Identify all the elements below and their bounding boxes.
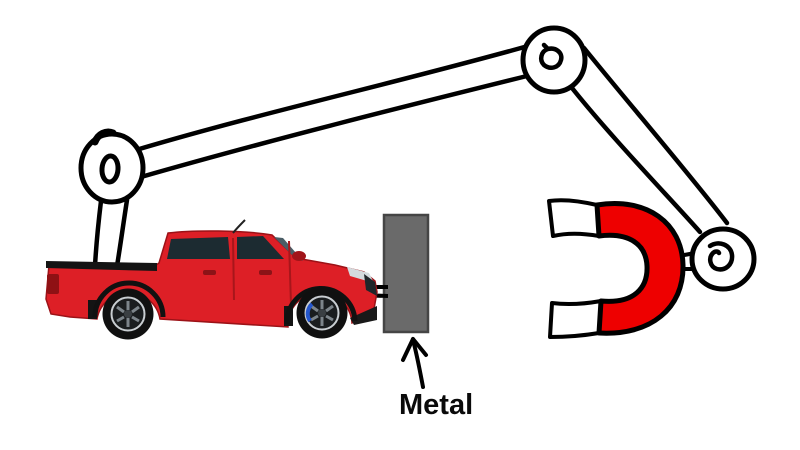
red-pickup-truck <box>45 219 378 340</box>
truck-side-mirror <box>292 251 306 261</box>
horseshoe-magnet <box>547 198 686 339</box>
joint-top-circle <box>520 25 588 95</box>
hub-front <box>318 309 326 317</box>
truck-fender-lip-rear <box>92 280 166 318</box>
truck-mudflap-rear <box>88 300 97 319</box>
magnet-pole-bottom <box>548 299 603 339</box>
joint-left <box>78 128 146 205</box>
truck-door-handle-front <box>259 270 272 275</box>
joint-left-circle <box>78 131 146 205</box>
arrow-head-left <box>401 337 415 362</box>
joint-top-pin-marker <box>538 42 564 70</box>
joint-left-ink-blob <box>91 128 117 146</box>
hub-rear <box>124 310 132 318</box>
truck-door-seam-front <box>288 240 292 306</box>
joint-right-circle <box>689 226 757 292</box>
metal-block <box>382 213 430 334</box>
magnet-body <box>594 201 686 336</box>
truck-antenna <box>232 219 246 234</box>
support-leg-right <box>114 197 130 269</box>
spokes-front <box>310 300 334 326</box>
arm-segment-1-lower-line <box>138 72 534 180</box>
truck-bed-rail <box>46 261 157 271</box>
truck-grille <box>364 274 377 296</box>
truck-door-seam-rear <box>232 237 235 301</box>
arm-segment-2-right-line <box>581 45 730 226</box>
articulated-crane-arm <box>92 43 730 269</box>
truck-door-handle-rear <box>203 270 216 275</box>
brake-caliper-front <box>305 302 314 323</box>
joint-right-pin-marker <box>707 241 735 272</box>
metal-label: Metal <box>399 389 474 421</box>
truck-wheel-rear <box>102 288 154 340</box>
arrow-head-right <box>411 337 428 357</box>
arm-segment-2-left-line <box>569 85 703 235</box>
joint-left-pin-marker <box>99 153 121 185</box>
arm-segment-1-upper-line <box>133 43 531 153</box>
truck-wheel-front <box>296 287 348 339</box>
arrow-shaft <box>411 338 425 389</box>
joint-top <box>520 25 588 95</box>
metal-pointer-arrow <box>401 337 428 389</box>
magnet-pole-top <box>547 198 601 238</box>
spokes-rear <box>116 301 140 327</box>
joint-right <box>689 226 757 292</box>
truck-taillight <box>47 274 59 294</box>
truck-front-door-window <box>237 236 284 259</box>
support-leg-left <box>92 198 104 269</box>
truck-rear-door-window <box>167 237 230 259</box>
crane-joints <box>78 25 757 292</box>
